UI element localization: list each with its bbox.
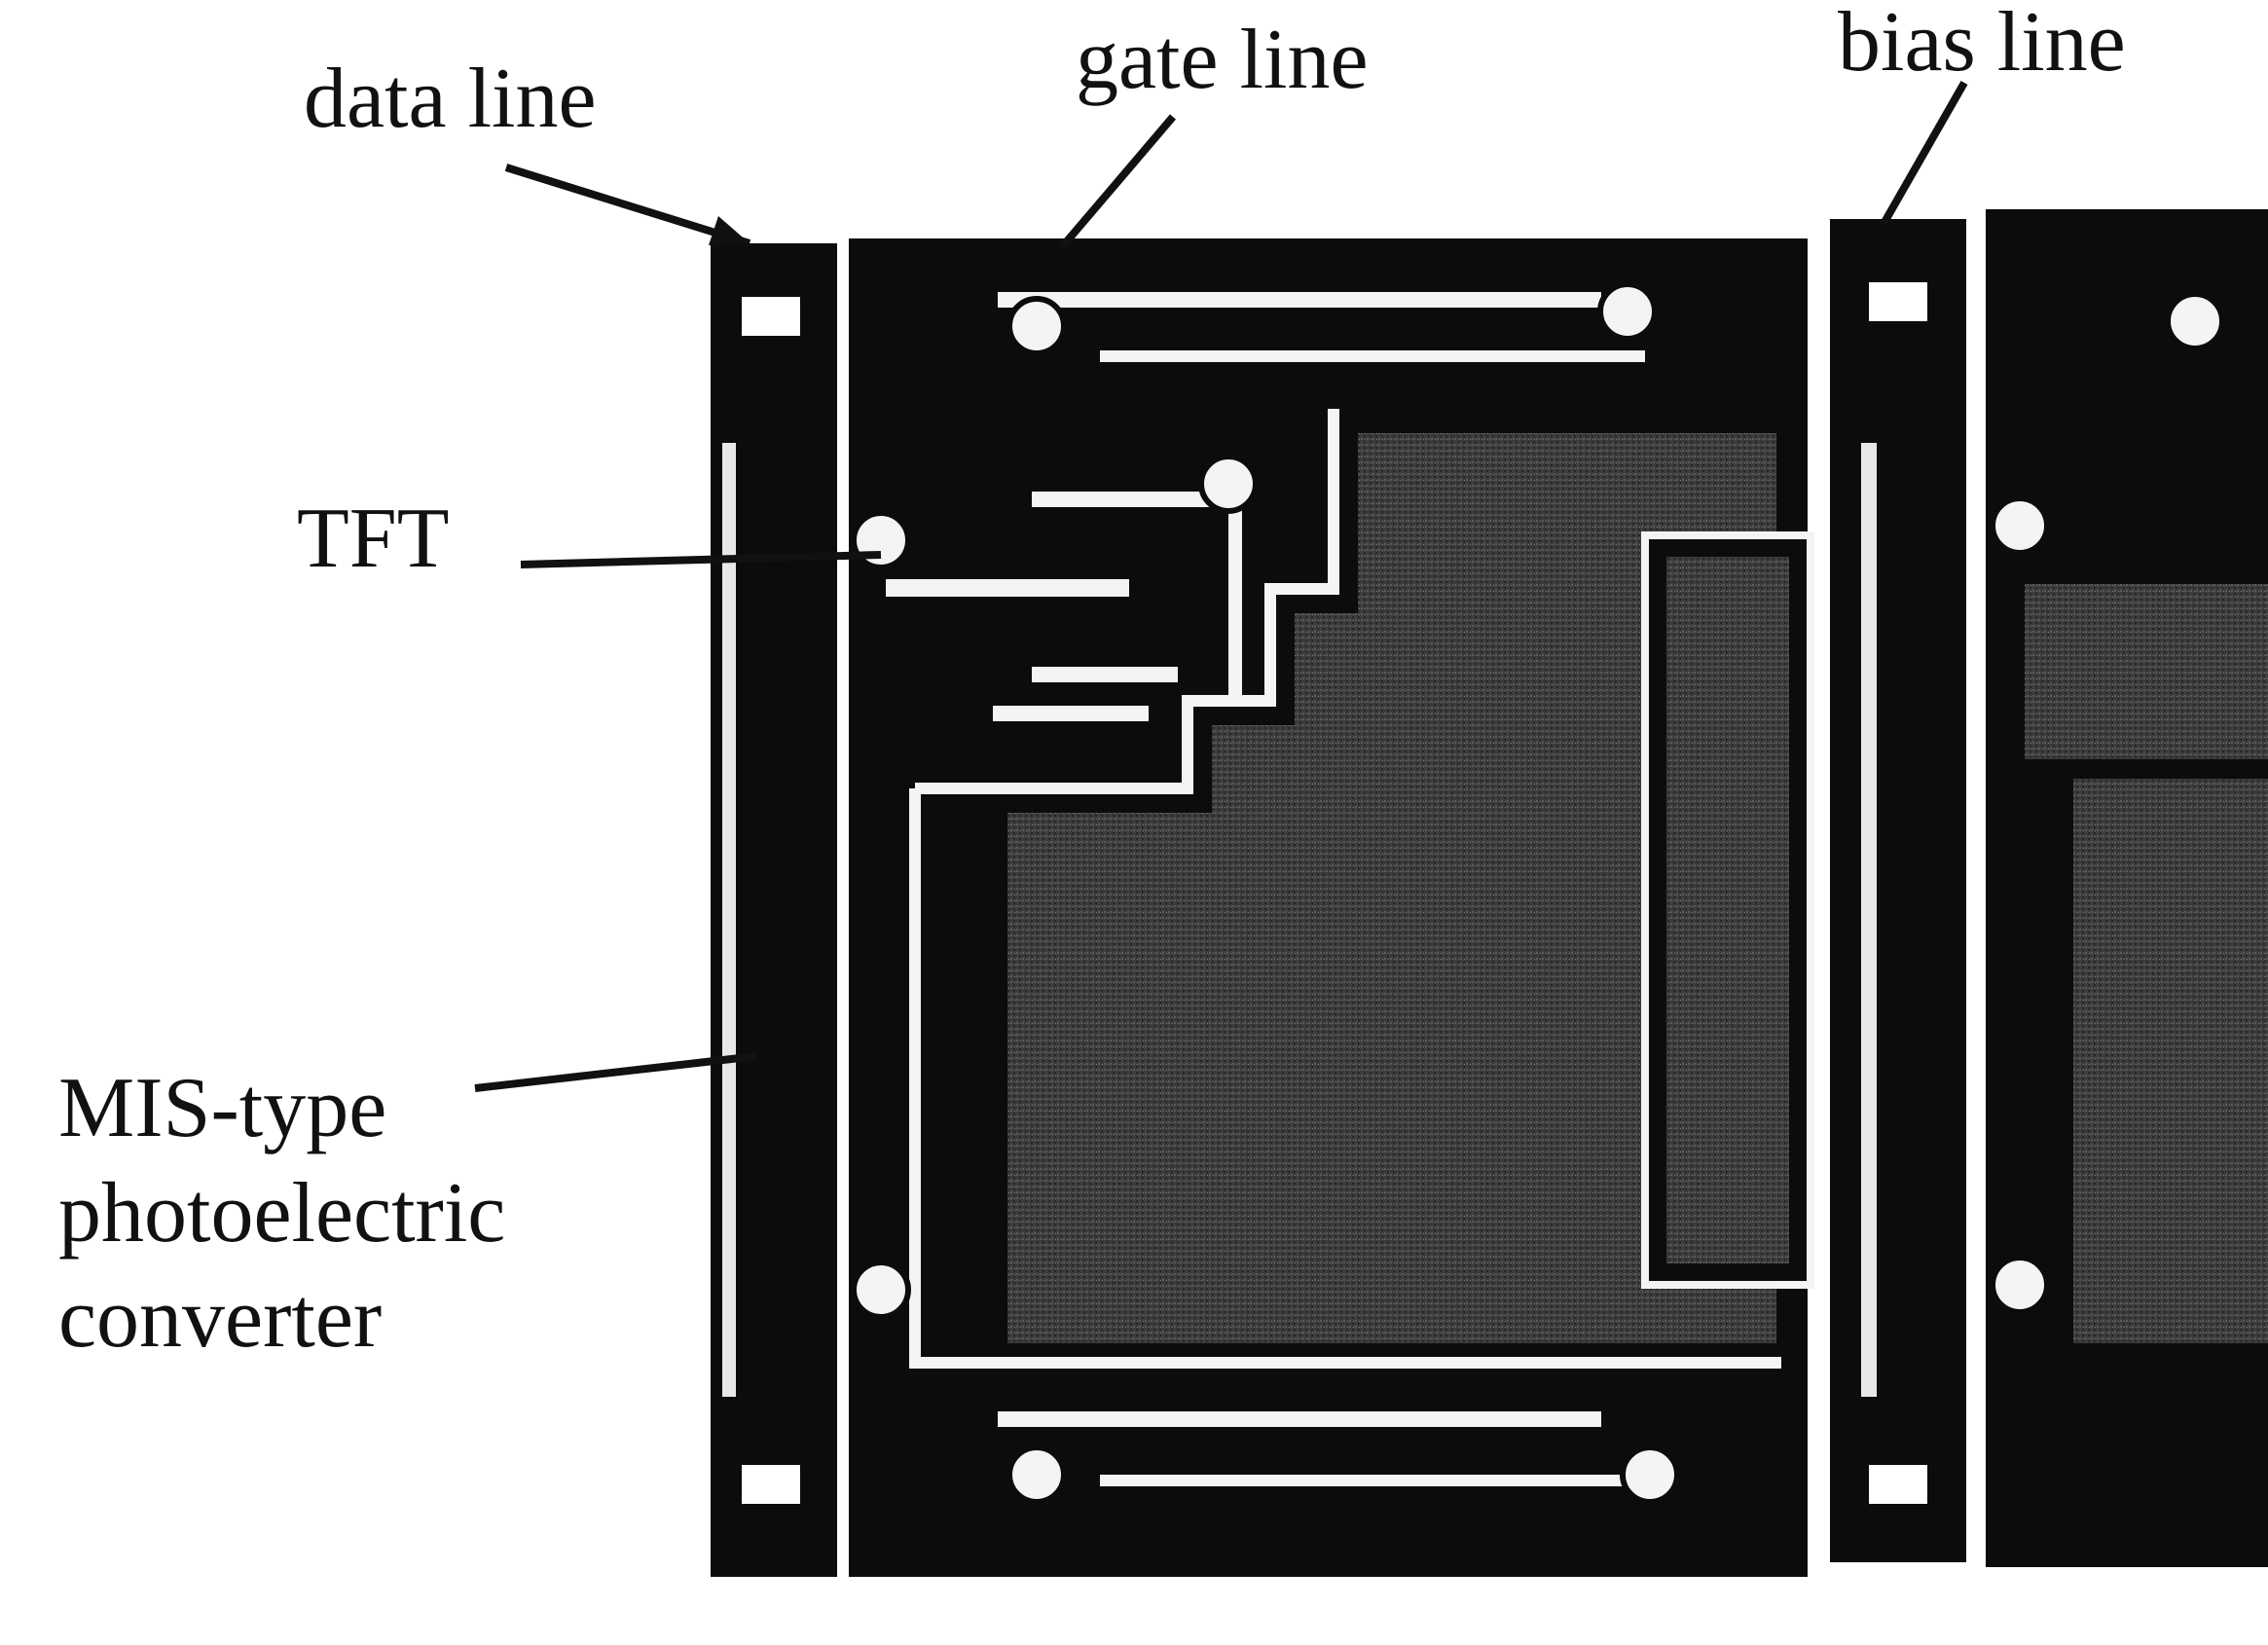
converter-outline-gap	[915, 409, 1339, 794]
contact-hole	[1198, 454, 1259, 514]
label-bias-line: bias line	[1838, 0, 2126, 90]
bias-contact-bar-fill	[1666, 557, 1789, 1263]
leader-bias-line	[1880, 81, 1968, 226]
gate-line-gap-bottom	[998, 1411, 1601, 1427]
bias-line-notch-top	[1869, 282, 1927, 321]
tft-gap-2	[886, 579, 1129, 597]
label-mis-line-3: converter	[58, 1271, 383, 1366]
tft-gap-3	[1032, 667, 1178, 682]
contact-hole	[1006, 1444, 1067, 1505]
neighbor-converter-2	[2025, 584, 2268, 759]
bias-contact-bar-gap	[1641, 531, 1814, 1289]
gate-line-gap-top-2	[1100, 350, 1645, 362]
data-line-notch-bottom	[742, 1465, 800, 1504]
bias-line-notch-bottom	[1869, 1465, 1927, 1504]
tft-gap-4	[993, 706, 1149, 721]
label-gate-line: gate line	[1076, 13, 1369, 107]
leader-data-line	[504, 164, 751, 247]
label-mis-converter: MIS-type photoelectric converter	[58, 1056, 505, 1371]
leader-data-line-tip	[709, 216, 750, 245]
contact-hole	[1597, 281, 1658, 342]
contact-hole	[1620, 1444, 1680, 1505]
leader-gate-line	[1057, 114, 1177, 251]
tft-gap-1	[1032, 492, 1246, 507]
bias-line-strip	[1830, 219, 1966, 1562]
label-data-line: data line	[304, 52, 597, 146]
leader-tft	[520, 551, 882, 568]
photoelectric-converter-area	[1007, 433, 1776, 1343]
data-line-highlight	[722, 443, 736, 1397]
contact-hole	[1006, 296, 1067, 356]
data-line-notch-top	[742, 297, 800, 336]
contact-hole	[1990, 495, 2050, 556]
gate-line-gap-top	[998, 292, 1601, 308]
gate-line-gap-bottom-2	[1100, 1475, 1645, 1486]
contact-hole	[851, 1260, 911, 1320]
tft-gap-vertical	[1228, 506, 1242, 701]
contact-hole	[2165, 291, 2225, 351]
label-tft: TFT	[297, 492, 450, 586]
leader-mis	[474, 1052, 758, 1092]
contact-hole	[851, 510, 911, 570]
neighbor-converter	[2073, 779, 2268, 1343]
converter-border-gap	[909, 788, 1781, 1369]
contact-hole	[1990, 1255, 2050, 1315]
bias-line-highlight	[1861, 443, 1877, 1397]
label-mis-line-2: photoelectric	[58, 1166, 506, 1261]
label-mis-line-1: MIS-type	[58, 1061, 387, 1155]
